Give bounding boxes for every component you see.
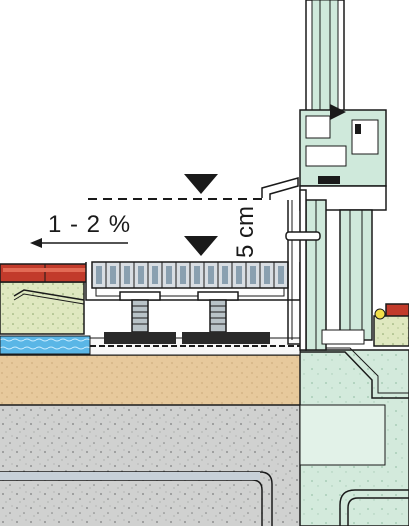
support-pedestal-icon xyxy=(104,291,176,344)
insulation-board xyxy=(0,281,85,335)
drainage-mat xyxy=(0,335,91,355)
slope-label: 1 - 2 % xyxy=(48,211,132,238)
support-pedestal-icon xyxy=(182,291,270,344)
level-marker-icon xyxy=(184,236,218,256)
slope-arrow-icon xyxy=(30,238,128,248)
door-frame-profile xyxy=(299,0,387,351)
level-marker-icon xyxy=(184,174,218,194)
height-label: 5 cm xyxy=(232,205,259,258)
sand-bed-layer xyxy=(0,355,300,405)
concrete-slab xyxy=(0,405,300,526)
